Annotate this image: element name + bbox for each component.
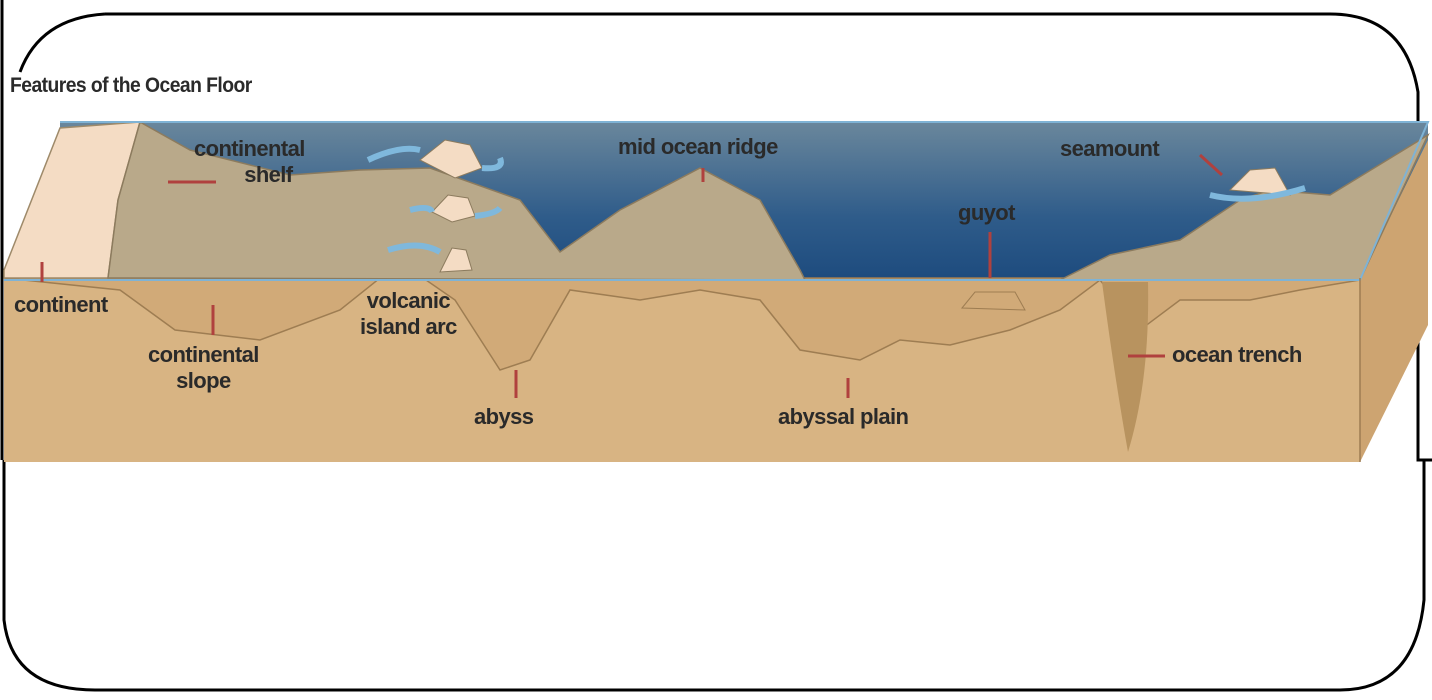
label-mid-ocean-ridge: mid ocean ridge bbox=[618, 134, 778, 160]
label-line: slope bbox=[148, 368, 259, 394]
label-line: continental bbox=[194, 136, 305, 162]
label-line: volcanic bbox=[360, 288, 457, 314]
label-line: continental bbox=[148, 342, 259, 368]
label-guyot: guyot bbox=[958, 200, 1015, 226]
label-volcanic-island-arc: volcanic island arc bbox=[360, 288, 457, 340]
label-ocean-trench: ocean trench bbox=[1172, 342, 1302, 368]
label-abyssal-plain: abyssal plain bbox=[778, 404, 908, 430]
label-continental-shelf: continental shelf bbox=[194, 136, 305, 188]
label-continental-slope: continental slope bbox=[148, 342, 259, 394]
label-continent: continent bbox=[14, 292, 108, 318]
label-line: island arc bbox=[360, 314, 457, 340]
label-abyss: abyss bbox=[474, 404, 533, 430]
label-seamount: seamount bbox=[1060, 136, 1159, 162]
diagram-title: Features of the Ocean Floor bbox=[10, 74, 252, 98]
label-line: shelf bbox=[232, 162, 305, 188]
